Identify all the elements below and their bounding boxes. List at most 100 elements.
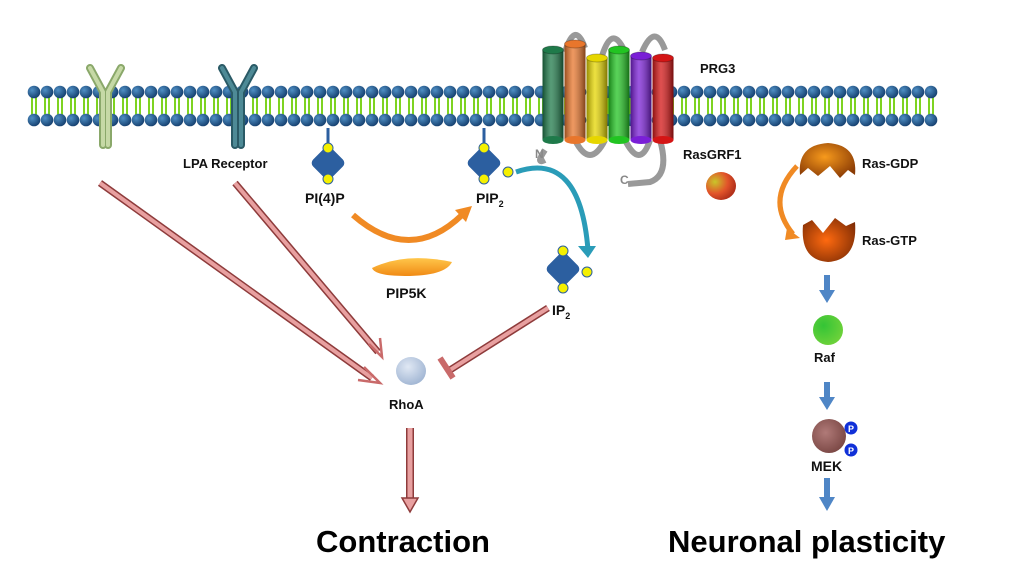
lipid-head [794,113,808,127]
ip2-inositol-icon [546,245,593,294]
lipid-tail [178,97,180,115]
lipid-head [209,85,223,99]
lipid-tail [269,97,271,115]
lipid-head [482,113,496,127]
prg3-label: PRG3 [700,61,735,76]
lipid-tail [772,97,774,115]
lipid-head [209,113,223,127]
lipid-tail [711,97,713,115]
lipid-tail [57,97,59,115]
lipid-head [911,85,925,99]
lipid-tail [525,97,527,115]
pi4p-inositol-icon [311,128,345,185]
lipid-tail [48,97,50,115]
lipid-tail [720,97,722,115]
lipid-head [274,113,288,127]
lipid-tail [360,97,362,115]
lipid-tail [74,97,76,115]
lipid-tail [863,97,865,115]
lipid-tail [213,97,215,115]
pip2-label: PIP2 [476,190,504,209]
lipid-head [833,85,847,99]
lipid-tail [304,97,306,115]
lipid-head [378,113,392,127]
lipid-tail [824,97,826,115]
lipid-tail [200,97,202,115]
lipid-head [196,85,210,99]
lipid-tail [464,97,466,115]
lipid-head [391,85,405,99]
rhoa-label: RhoA [389,397,424,412]
arrowhead-icon [400,497,420,514]
lipid-head [482,85,496,99]
lipid-tail [382,97,384,115]
lipid-head [521,85,535,99]
lipid-head [118,85,132,99]
pip5k-enzyme-icon [372,258,452,276]
lipid-head [261,113,275,127]
lipid-tail [399,97,401,115]
lipid-tail [148,97,150,115]
lipid-head [833,113,847,127]
lipid-head [339,85,353,99]
lipid-head [417,85,431,99]
ras-gdp-label: Ras-GDP [862,156,919,171]
lipid-head [287,113,301,127]
lipid-head [248,85,262,99]
lipid-head [456,85,470,99]
mek-label: MEK [811,458,842,474]
lipid-head [183,113,197,127]
lipid-head [807,85,821,99]
lipid-tail [880,97,882,115]
lipid-tail [447,97,449,115]
arrow-down-icon [819,290,835,303]
lipid-tail [919,97,921,115]
lipid-tail [798,97,800,115]
lipid-head [820,113,834,127]
lipid-tail [607,97,609,115]
lipid-head [677,113,691,127]
lipid-tail [629,97,631,115]
lipid-tail [252,97,254,115]
lipid-tail [425,97,427,115]
lipid-tail [516,97,518,115]
lipid-head [157,113,171,127]
lipid-head [911,113,925,127]
rasgrf1-protein-icon [706,172,736,200]
lpa-receptor-label: LPA Receptor [183,156,268,171]
lipid-head [456,113,470,127]
lipid-tail [174,97,176,115]
lipid-head [898,85,912,99]
lipid-tail [139,97,141,115]
lipid-head [365,113,379,127]
lipid-tail [802,97,804,115]
lipid-tail [347,97,349,115]
lipid-head [690,113,704,127]
lipid-tail [96,97,98,115]
lipid-head [872,113,886,127]
lipid-tail [503,97,505,115]
lipid-tail [122,97,124,115]
lipid-head [885,85,899,99]
lipid-head [430,85,444,99]
lipid-tail [278,97,280,115]
lipid-tail [737,97,739,115]
lipid-head [729,113,743,127]
lipid-tail [724,97,726,115]
lipid-tail [915,97,917,115]
lipid-tail [785,97,787,115]
lipid-tail [490,97,492,115]
lipid-tail [529,97,531,115]
lipid-tail [451,97,453,115]
lipid-head [287,85,301,99]
lipid-tail [811,97,813,115]
lipid-head [339,113,353,127]
lipid-tail [334,97,336,115]
lipid-head [768,85,782,99]
lipid-tail [698,97,700,115]
lipid-head [300,113,314,127]
lipid-head [898,113,912,127]
pi4p-label: PI(4)P [305,190,345,206]
lipid-head [807,113,821,127]
lipid-head [846,85,860,99]
